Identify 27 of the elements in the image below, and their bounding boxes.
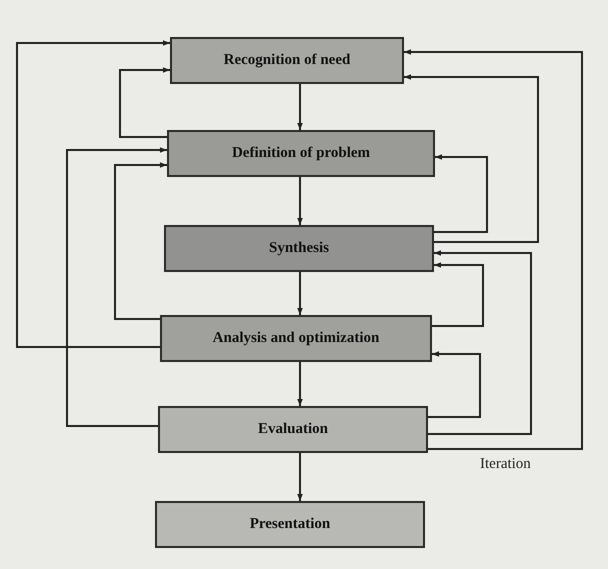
box-label: Analysis and optimization <box>212 329 380 348</box>
process-box <box>160 315 432 362</box>
arrow <box>428 351 481 418</box>
arrow <box>66 147 167 427</box>
arrow <box>297 177 303 225</box>
arrow <box>404 49 583 450</box>
arrow <box>16 40 170 348</box>
box-label: Evaluation <box>258 420 328 439</box>
arrow <box>428 250 532 435</box>
box-label: Definition of problem <box>232 144 370 163</box>
box-label: Recognition of need <box>224 51 350 70</box>
arrow <box>432 262 484 327</box>
process-box <box>167 130 435 177</box>
arrow <box>434 154 488 233</box>
arrow <box>114 162 167 320</box>
box-label: Synthesis <box>268 239 330 258</box>
arrow <box>404 74 539 243</box>
arrow <box>297 362 303 406</box>
arrow <box>297 453 303 501</box>
arrow <box>119 67 170 138</box>
process-box <box>170 37 404 84</box>
box-label: Presentation <box>250 515 330 534</box>
arrow <box>297 272 303 315</box>
process-box <box>155 501 425 548</box>
arrow <box>297 84 303 130</box>
process-box <box>164 225 434 272</box>
process-box <box>158 406 428 453</box>
